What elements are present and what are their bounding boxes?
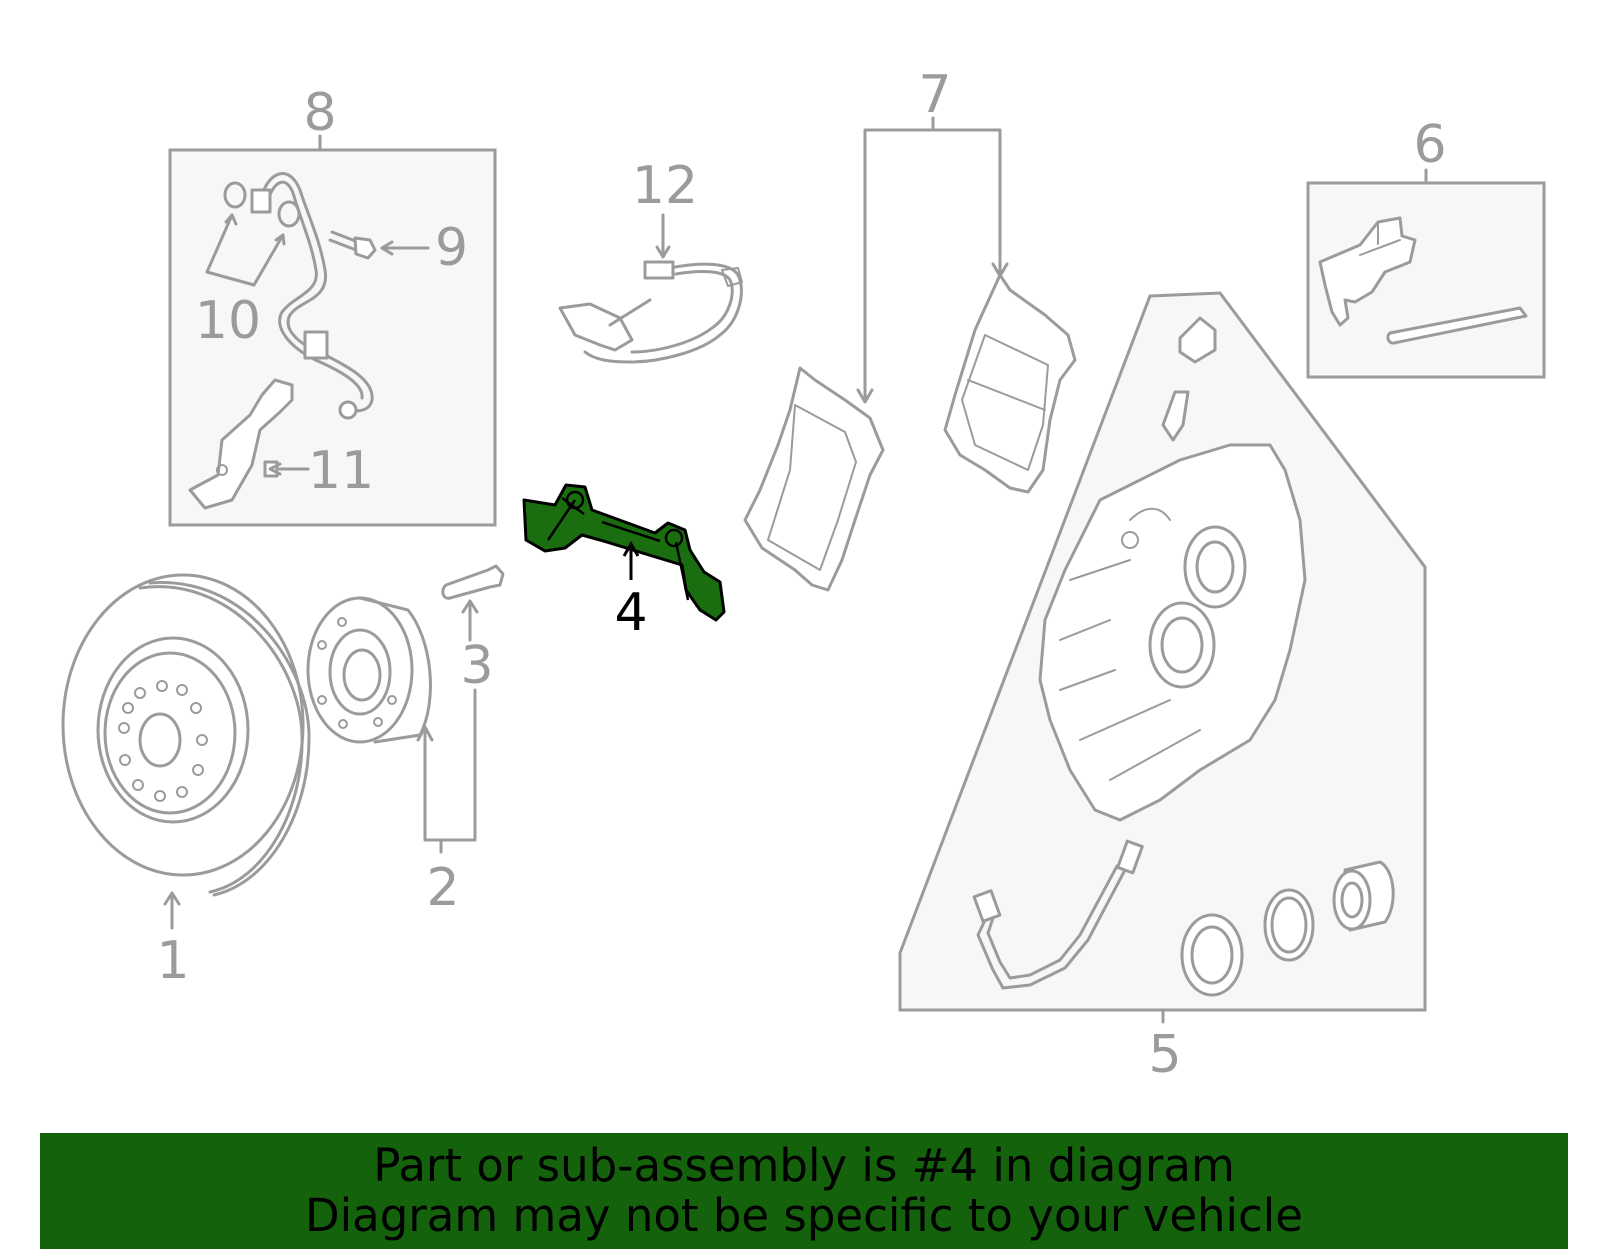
- banner-line-2: Diagram may not be specific to your vehi…: [305, 1189, 1303, 1242]
- callout-3: 3: [460, 636, 493, 696]
- callout-6: 6: [1413, 115, 1446, 175]
- washer-drawings: [205, 181, 301, 287]
- brake-rotor-drawing: [61, 573, 311, 930]
- callout-12: 12: [632, 156, 698, 216]
- highlighted-part-4-bracket: [522, 483, 726, 622]
- bracket-11-drawing: [188, 378, 310, 510]
- wear-sensor-drawing: [558, 213, 743, 364]
- callout-11: 11: [308, 441, 374, 501]
- bolt-9-drawing: [328, 230, 430, 260]
- brake-pad-right-drawing: [943, 273, 1077, 494]
- banner-line-1: Part or sub-assembly is #4 in diagram: [373, 1139, 1235, 1192]
- pad-clip-drawing: [1318, 216, 1528, 345]
- callout-7: 7: [918, 65, 951, 125]
- caliper-small-parts-drawing: [972, 316, 1395, 997]
- info-banner: Part or sub-assembly is #4 in diagram Di…: [40, 1133, 1568, 1249]
- callout-1: 1: [156, 931, 189, 991]
- callout-9: 9: [435, 218, 468, 278]
- callout-8: 8: [303, 83, 336, 143]
- brake-hose-drawing: [250, 172, 374, 420]
- wheel-hub-drawing: [306, 596, 477, 854]
- callout-5: 5: [1148, 1025, 1181, 1085]
- callout-2: 2: [426, 858, 459, 918]
- brake-pad-left-drawing: [743, 366, 885, 592]
- caliper-drawing: [1038, 443, 1307, 822]
- wheel-stud-drawing: [441, 564, 505, 642]
- callout-10: 10: [195, 291, 261, 351]
- callout-4: 4: [614, 583, 647, 643]
